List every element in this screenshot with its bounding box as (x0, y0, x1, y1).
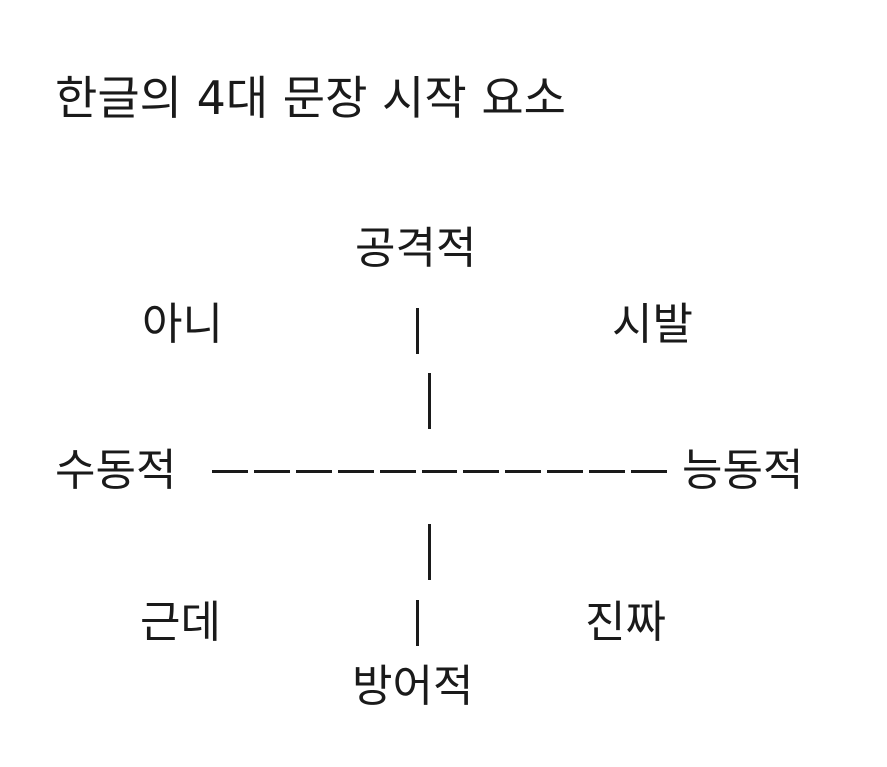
quadrant-label-bottom-left: 근데 (140, 597, 221, 648)
axis-label-left: 수동적 (55, 445, 177, 496)
horizontal-axis-dash (295, 470, 332, 473)
vertical-axis-segment (428, 373, 431, 429)
horizontal-axis-dash (337, 470, 374, 473)
horizontal-axis-dash (589, 470, 626, 473)
horizontal-axis-dash (505, 470, 542, 473)
horizontal-axis-dash (379, 470, 416, 473)
vertical-axis-segment (416, 600, 419, 646)
quadrant-label-bottom-right: 진짜 (585, 597, 666, 648)
axis-label-right: 능동적 (682, 445, 804, 496)
horizontal-axis-dash (547, 470, 584, 473)
quadrant-label-top-left: 아니 (142, 299, 223, 350)
axis-label-bottom: 방어적 (352, 661, 474, 712)
horizontal-axis-dash (463, 470, 500, 473)
horizontal-axis-dash (212, 470, 248, 473)
horizontal-axis-dash (631, 470, 667, 473)
vertical-axis-segment (416, 308, 419, 354)
quadrant-label-top-right: 시발 (612, 299, 693, 350)
horizontal-axis-dash (421, 470, 458, 473)
diagram-title: 한글의 4대 문장 시작 요소 (55, 71, 566, 125)
horizontal-axis-dash (253, 470, 290, 473)
horizontal-axis-line (212, 470, 667, 473)
axis-label-top: 공격적 (355, 223, 477, 274)
vertical-axis-segment (428, 524, 431, 580)
